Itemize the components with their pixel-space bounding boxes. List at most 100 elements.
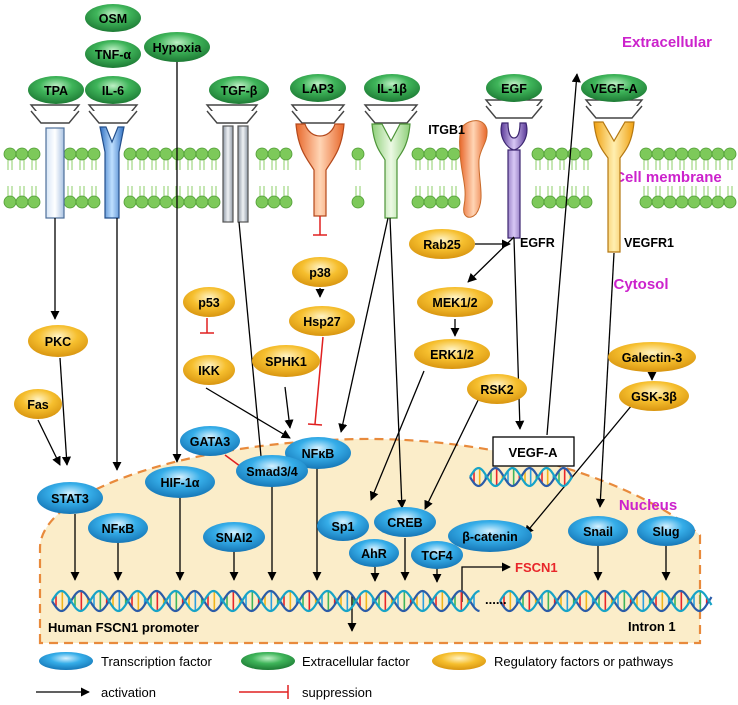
ahr-node bbox=[349, 539, 399, 567]
dna-gap-dots: ...... bbox=[485, 592, 507, 607]
erk-node bbox=[414, 339, 490, 369]
egf-node bbox=[486, 74, 542, 102]
rab25-label: Rab25 bbox=[423, 238, 461, 252]
hif1a-node bbox=[145, 466, 215, 498]
p53-node bbox=[183, 287, 235, 317]
region-extracellular: Extracellular bbox=[622, 34, 712, 51]
gsk3b-label: GSK-3β bbox=[631, 390, 677, 404]
vegfr1-receptor bbox=[593, 121, 635, 253]
hypoxia-node bbox=[144, 32, 210, 62]
rsk2-node bbox=[467, 374, 527, 404]
sphk1-node bbox=[252, 345, 320, 377]
fscn1-label: FSCN1 bbox=[515, 560, 558, 575]
hsp27-label: Hsp27 bbox=[303, 315, 341, 329]
region-cytosol: Cytosol bbox=[613, 276, 668, 293]
p38-label: p38 bbox=[309, 266, 331, 280]
il6-node bbox=[85, 76, 141, 104]
hif1a-label: HIF-1α bbox=[161, 476, 200, 490]
dna-strands bbox=[51, 466, 713, 613]
tgfb-label: TGF-β bbox=[221, 84, 258, 98]
nfkb-center-label: NFκB bbox=[302, 447, 335, 461]
legend-activation-label: activation bbox=[101, 685, 156, 700]
sp1-node bbox=[317, 511, 369, 541]
tgfb-receptor-1 bbox=[222, 125, 234, 223]
osm-label: OSM bbox=[99, 12, 127, 26]
erk-label: ERK1/2 bbox=[430, 348, 474, 362]
stat3-node bbox=[37, 482, 103, 514]
tpa-receptor bbox=[45, 127, 65, 219]
il1b-label: IL-1β bbox=[377, 82, 407, 96]
ahr-label: AhR bbox=[361, 547, 387, 561]
activation-arrows bbox=[37, 62, 671, 632]
cytokine-receptor bbox=[99, 126, 125, 219]
legend-suppression-icon bbox=[239, 685, 289, 699]
snai2-label: SNAI2 bbox=[216, 531, 253, 545]
transcription-factor-nodes bbox=[37, 426, 695, 569]
ikk-node bbox=[183, 355, 235, 385]
suppression-arrows bbox=[200, 216, 327, 478]
itgb1-integrin bbox=[459, 120, 488, 218]
tpa-label: TPA bbox=[44, 84, 68, 98]
intron-label: Intron 1 bbox=[628, 619, 676, 634]
extracellular-factor-nodes bbox=[28, 4, 647, 104]
sp1-label: Sp1 bbox=[332, 520, 355, 534]
creb-node bbox=[374, 507, 436, 537]
p53-label: p53 bbox=[198, 296, 220, 310]
fas-node bbox=[14, 389, 62, 419]
hypoxia-label: Hypoxia bbox=[153, 41, 203, 55]
mek-label: MEK1/2 bbox=[432, 296, 477, 310]
legend-suppression-label: suppression bbox=[302, 685, 372, 700]
vegfa-gene-box bbox=[492, 436, 575, 467]
bcatenin-node bbox=[448, 520, 532, 552]
gsk3b-node bbox=[619, 381, 689, 411]
tgfb-receptor-2 bbox=[237, 125, 249, 223]
nfkb-center-node bbox=[285, 437, 351, 469]
vegfa-gene-label: VEGF-A bbox=[508, 445, 558, 460]
osm-node bbox=[85, 4, 141, 32]
smad-node bbox=[236, 455, 308, 487]
snail-label: Snail bbox=[583, 525, 613, 539]
bcatenin-label: β-catenin bbox=[462, 530, 518, 544]
tnf-alpha-label: TNF-α bbox=[95, 48, 131, 62]
ikk-label: IKK bbox=[198, 364, 220, 378]
vegfa-ext-label: VEGF-A bbox=[590, 82, 637, 96]
galectin3-node bbox=[608, 342, 696, 372]
slug-label: Slug bbox=[652, 525, 679, 539]
lap3-receptor bbox=[295, 123, 345, 217]
rab25-node bbox=[409, 229, 475, 259]
promoter-label: Human FSCN1 promoter bbox=[48, 620, 199, 635]
tnf-alpha-node bbox=[85, 40, 141, 68]
region-nucleus: Nucleus bbox=[619, 497, 677, 514]
legend-regulatory-label: Regulatory factors or pathways bbox=[494, 654, 674, 669]
fas-label: Fas bbox=[27, 398, 49, 412]
nfkb-left-node bbox=[88, 513, 148, 543]
tcf4-node bbox=[411, 541, 463, 569]
il6-label: IL-6 bbox=[102, 84, 124, 98]
smad-label: Smad3/4 bbox=[246, 465, 297, 479]
vegfa-ext-node bbox=[581, 74, 647, 102]
lap3-label: LAP3 bbox=[302, 82, 334, 96]
legend-extracellular-factor-swatch bbox=[241, 652, 295, 670]
p38-node bbox=[292, 257, 348, 287]
tgfb-node bbox=[209, 76, 269, 104]
stat3-label: STAT3 bbox=[51, 492, 89, 506]
slug-node bbox=[637, 516, 695, 546]
legend-transcription-factor-label: Transcription factor bbox=[101, 654, 212, 669]
creb-label: CREB bbox=[387, 516, 422, 530]
hsp27-node bbox=[289, 306, 355, 336]
mek-node bbox=[417, 287, 493, 317]
legend-regulatory-swatch bbox=[432, 652, 486, 670]
itgb1-label: ITGB1 bbox=[428, 123, 465, 137]
regulatory-factor-nodes bbox=[14, 229, 696, 419]
rsk2-label: RSK2 bbox=[480, 383, 513, 397]
snai2-node bbox=[203, 522, 265, 552]
vegfr1-label: VEGFR1 bbox=[624, 236, 674, 250]
tpa-node bbox=[28, 76, 84, 104]
receptor-binding-caps bbox=[29, 99, 644, 124]
gata3-node bbox=[180, 426, 240, 456]
cell-membrane bbox=[3, 147, 737, 209]
nfkb-left-label: NFκB bbox=[102, 522, 135, 536]
lap3-node bbox=[290, 74, 346, 102]
galectin3-label: Galectin-3 bbox=[622, 351, 682, 365]
